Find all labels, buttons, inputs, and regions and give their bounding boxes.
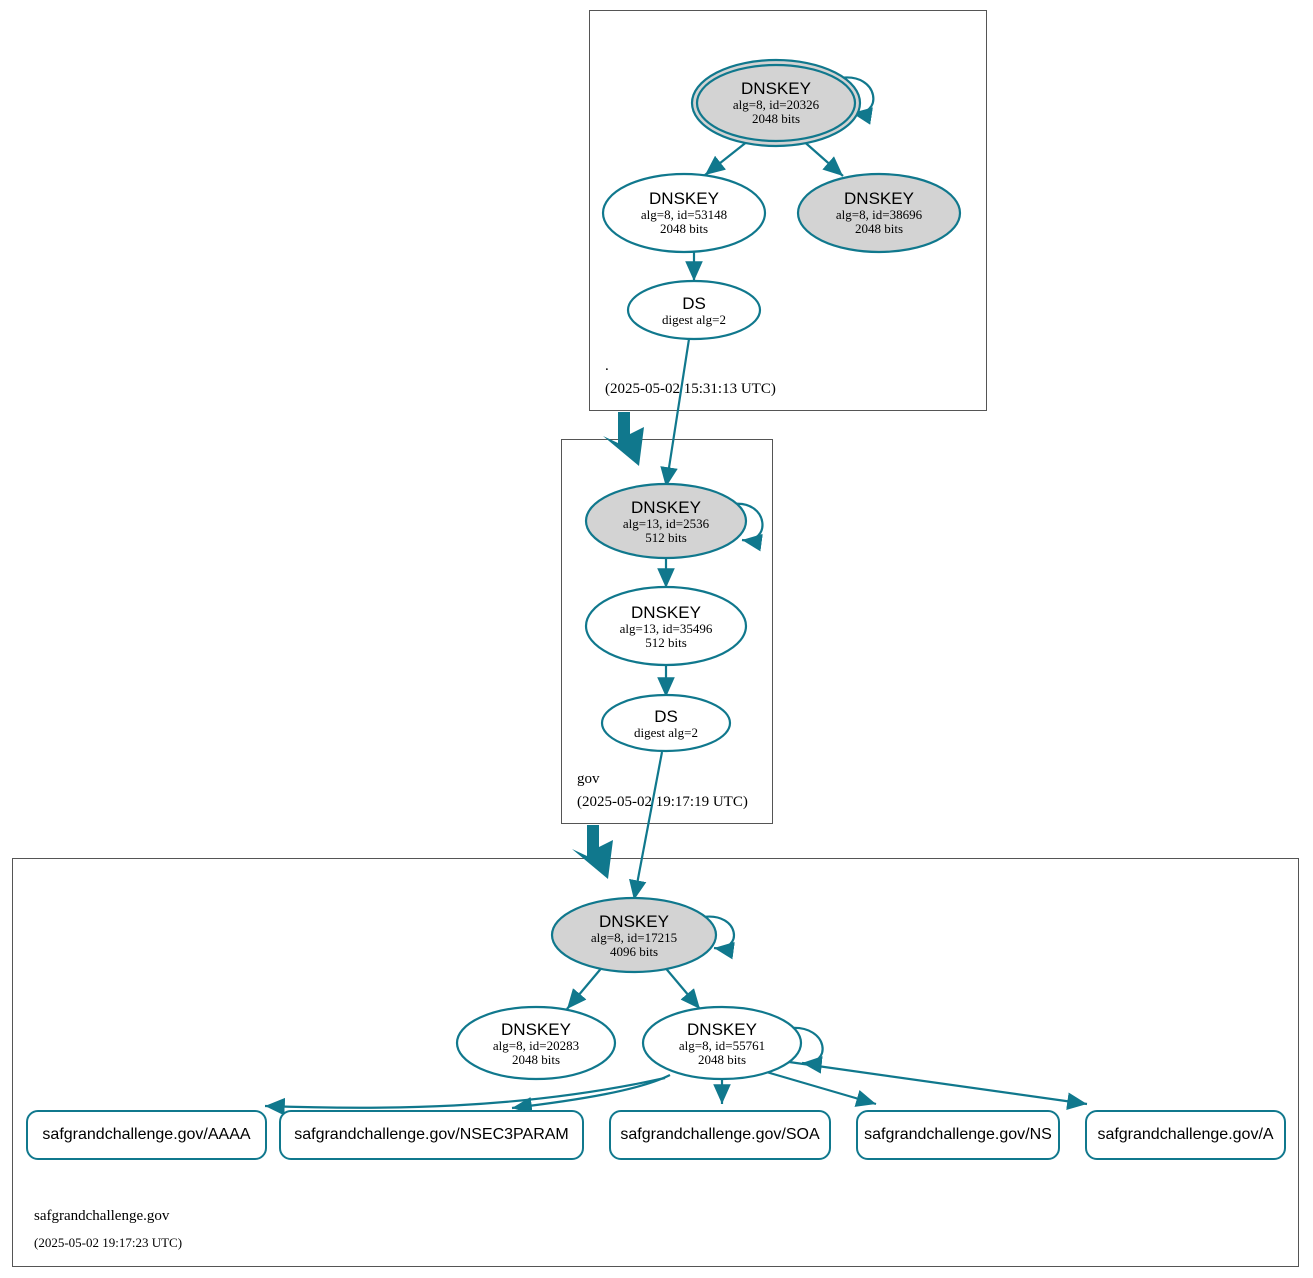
- node-size: 512 bits: [645, 635, 687, 650]
- node-gov-dnskey-2536[interactable]: DNSKEY alg=13, id=2536 512 bits: [586, 492, 746, 552]
- node-detail: digest alg=2: [633, 725, 699, 741]
- node-size: 2048 bits: [659, 221, 709, 236]
- edge-gov-ksk-self: [732, 502, 764, 552]
- zone-box-gov: [561, 439, 773, 824]
- shape-root-ksk-20326[interactable]: [690, 58, 862, 148]
- node-sgc-dnskey-55761[interactable]: DNSKEY alg=8, id=55761 2048 bits: [642, 1014, 802, 1074]
- edge-55761-to-nsec3param: [511, 1074, 671, 1115]
- node-type-label: DS: [682, 294, 706, 314]
- node-sgc-dnskey-20283[interactable]: DNSKEY alg=8, id=20283 2048 bits: [456, 1014, 616, 1074]
- node-detail: alg=13, id=35496: [619, 621, 713, 637]
- node-detail: alg=8, id=20326: [732, 97, 820, 113]
- edge-55761-to-a: [774, 1058, 1088, 1110]
- delegation-arrows: [572, 412, 644, 879]
- node-root-ds[interactable]: DS digest alg=2: [624, 290, 764, 332]
- edge-55761-to-aaaa: [264, 1076, 666, 1116]
- zone-box-safgrandchallenge: [12, 858, 1299, 1267]
- zone-timestamp-root: (2025-05-02 15:31:13 UTC): [605, 381, 776, 397]
- node-type-label: DNSKEY: [844, 189, 914, 209]
- shape-root-ds[interactable]: [626, 279, 762, 341]
- edge-sgc-ksk-to-20283: [566, 964, 605, 1010]
- shape-gov-ds[interactable]: [600, 693, 732, 753]
- node-type-label: DNSKEY: [631, 603, 701, 623]
- node-size: 2048 bits: [751, 111, 801, 126]
- edge-55761-to-ns: [762, 1069, 877, 1107]
- node-root-dnskey-38696[interactable]: DNSKEY alg=8, id=38696 2048 bits: [797, 183, 961, 243]
- node-detail: alg=13, id=2536: [622, 516, 710, 532]
- shape-sgc-dnskey-20283[interactable]: [455, 1005, 617, 1081]
- edge-sgc-55761-self: [789, 1026, 824, 1074]
- rrset-box-aaaa[interactable]: safgrandchallenge.gov/AAAA: [26, 1110, 267, 1160]
- shape-root-dnskey-53148[interactable]: [601, 172, 767, 254]
- node-sgc-dnskey-17215[interactable]: DNSKEY alg=8, id=17215 4096 bits: [554, 906, 714, 966]
- zone-timestamp-safgrandchallenge: (2025-05-02 19:17:23 UTC): [34, 1235, 183, 1250]
- node-type-label: DNSKEY: [741, 79, 811, 99]
- node-type-label: DNSKEY: [501, 1020, 571, 1040]
- node-detail: alg=8, id=17215: [590, 930, 678, 946]
- zone-label-gov: gov: [577, 771, 600, 787]
- node-detail: digest alg=2: [661, 312, 727, 328]
- edge-root-ds-to-gov-ksk: [660, 338, 691, 488]
- rrset-box-nsec3param[interactable]: safgrandchallenge.gov/NSEC3PARAM: [279, 1110, 584, 1160]
- node-gov-ds[interactable]: DS digest alg=2: [596, 703, 736, 745]
- zone-timestamp-gov: (2025-05-02 19:17:19 UTC): [577, 794, 748, 810]
- node-root-dnskey-53148[interactable]: DNSKEY alg=8, id=53148 2048 bits: [602, 183, 766, 243]
- edge-root-ksk-to-38696: [799, 137, 844, 177]
- zone-label-root: .: [605, 358, 609, 374]
- edge-root-ksk-self: [839, 76, 875, 125]
- delegation-arrow-gov-to-sgc: [572, 825, 613, 879]
- shape-gov-dnskey-35496[interactable]: [584, 585, 748, 667]
- delegation-arrow-root-to-gov: [603, 412, 644, 466]
- edge-sgc-ksk-to-55761: [662, 964, 701, 1010]
- edge-sgc-ksk-self: [702, 915, 736, 960]
- shape-gov-dnskey-2536[interactable]: [584, 482, 748, 560]
- node-detail: alg=8, id=38696: [835, 207, 923, 223]
- node-size: 4096 bits: [609, 944, 659, 959]
- node-type-label: DNSKEY: [631, 498, 701, 518]
- shape-root-dnskey-38696[interactable]: [796, 172, 962, 254]
- zone-box-root: [589, 10, 987, 411]
- rrset-box-ns[interactable]: safgrandchallenge.gov/NS: [856, 1110, 1060, 1160]
- node-detail: alg=8, id=55761: [678, 1038, 766, 1054]
- shape-sgc-dnskey-17215[interactable]: [550, 896, 718, 974]
- node-type-label: DNSKEY: [599, 912, 669, 932]
- node-size: 2048 bits: [697, 1052, 747, 1067]
- node-size: 2048 bits: [854, 221, 904, 236]
- node-detail: alg=8, id=53148: [640, 207, 728, 223]
- node-size: 512 bits: [645, 530, 687, 545]
- node-gov-dnskey-35496[interactable]: DNSKEY alg=13, id=35496 512 bits: [586, 597, 746, 657]
- edge-gov-ds-to-sgc-ksk: [629, 751, 664, 901]
- shape-sgc-dnskey-55761[interactable]: [641, 1005, 803, 1081]
- node-size: 2048 bits: [511, 1052, 561, 1067]
- node-type-label: DNSKEY: [687, 1020, 757, 1040]
- rrset-box-soa[interactable]: safgrandchallenge.gov/SOA: [609, 1110, 831, 1160]
- node-type-label: DS: [654, 707, 678, 727]
- rrset-box-a[interactable]: safgrandchallenge.gov/A: [1085, 1110, 1286, 1160]
- zone-label-safgrandchallenge: safgrandchallenge.gov: [34, 1208, 170, 1224]
- node-type-label: DNSKEY: [649, 189, 719, 209]
- node-root-dnskey-20326[interactable]: DNSKEY alg=8, id=20326 2048 bits: [692, 73, 860, 133]
- node-detail: alg=8, id=20283: [492, 1038, 580, 1054]
